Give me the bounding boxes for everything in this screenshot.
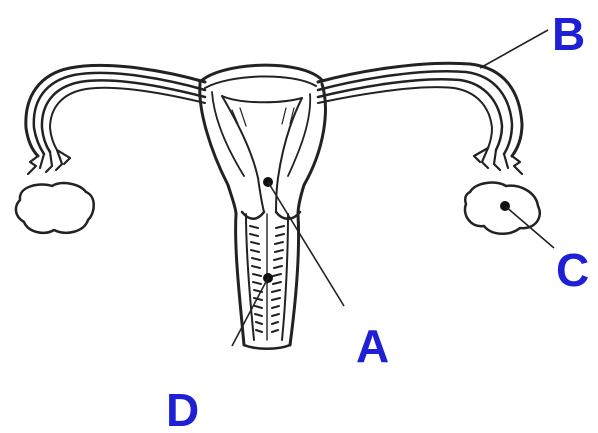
left-fallopian-tube <box>26 65 205 174</box>
leader-line-c <box>505 206 554 248</box>
label-b: B <box>552 8 585 60</box>
leader-line-b <box>480 30 548 68</box>
label-d: D <box>166 384 199 433</box>
label-a: A <box>356 320 389 372</box>
label-c: C <box>556 244 589 296</box>
leader-line-a <box>268 182 344 306</box>
right-fallopian-tube <box>318 63 522 174</box>
left-ovary <box>16 183 94 233</box>
uterus-body <box>200 65 326 214</box>
